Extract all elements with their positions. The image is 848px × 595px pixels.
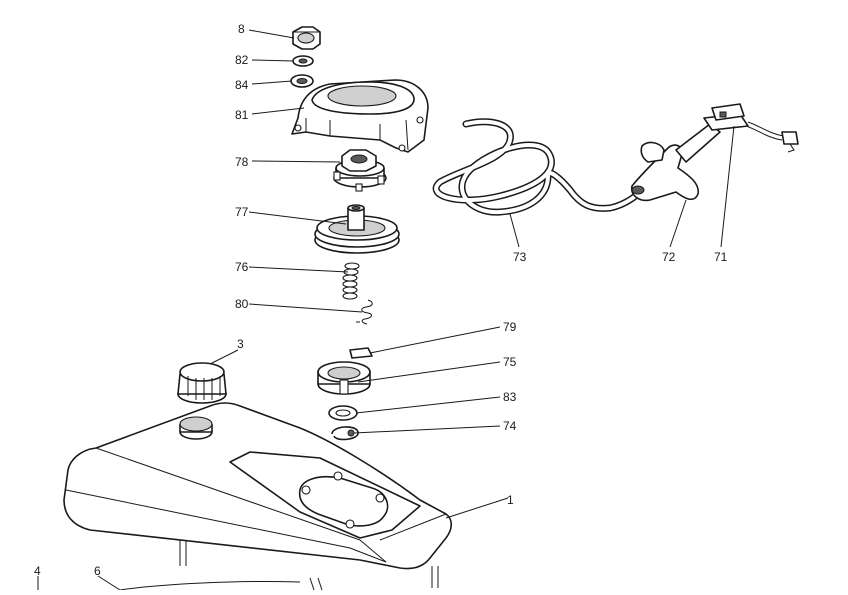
callout-81: 81 — [235, 108, 249, 122]
callout-76: 76 — [235, 260, 249, 274]
part-84-lock-washer — [290, 74, 314, 88]
callout-78: 78 — [235, 155, 249, 169]
callout-71: 71 — [714, 250, 728, 264]
part-80-small-spring — [356, 299, 373, 325]
callout-83: 83 — [503, 390, 517, 404]
part-75-starter-cup — [317, 361, 371, 395]
callout-8: 8 — [238, 22, 245, 36]
callout-labels: 8 82 84 81 78 77 76 80 3 79 75 83 74 73 … — [34, 22, 728, 578]
part-71-cable-connector — [703, 103, 799, 153]
callout-3: 3 — [237, 337, 244, 351]
part-77-rope-pulley — [314, 204, 400, 254]
part-81-starter-cover — [291, 79, 429, 153]
callout-75: 75 — [503, 355, 517, 369]
callout-74: 74 — [503, 419, 517, 433]
callout-72: 72 — [662, 250, 676, 264]
part-79-pawl — [349, 347, 373, 359]
callout-82: 82 — [235, 53, 249, 67]
part-1-tank-housing — [63, 402, 453, 591]
part-78-ratchet-hub — [333, 149, 387, 192]
callout-77: 77 — [235, 205, 249, 219]
part-72-pull-handle — [630, 123, 721, 202]
part-8-hex-nut — [292, 26, 321, 50]
callout-4: 4 — [34, 564, 41, 578]
callout-1: 1 — [507, 493, 514, 507]
callout-73: 73 — [513, 250, 527, 264]
part-83-washer — [328, 405, 358, 421]
part-76-spring — [342, 262, 360, 300]
part-3-filler-cap — [177, 362, 227, 404]
part-82-washer — [292, 55, 314, 67]
part-74-circlip — [331, 426, 359, 441]
part-73-pull-rope — [432, 118, 644, 216]
leader-lines — [37, 29, 735, 591]
callout-79: 79 — [503, 320, 517, 334]
callout-6: 6 — [94, 564, 101, 578]
callout-84: 84 — [235, 78, 249, 92]
callout-80: 80 — [235, 297, 249, 311]
